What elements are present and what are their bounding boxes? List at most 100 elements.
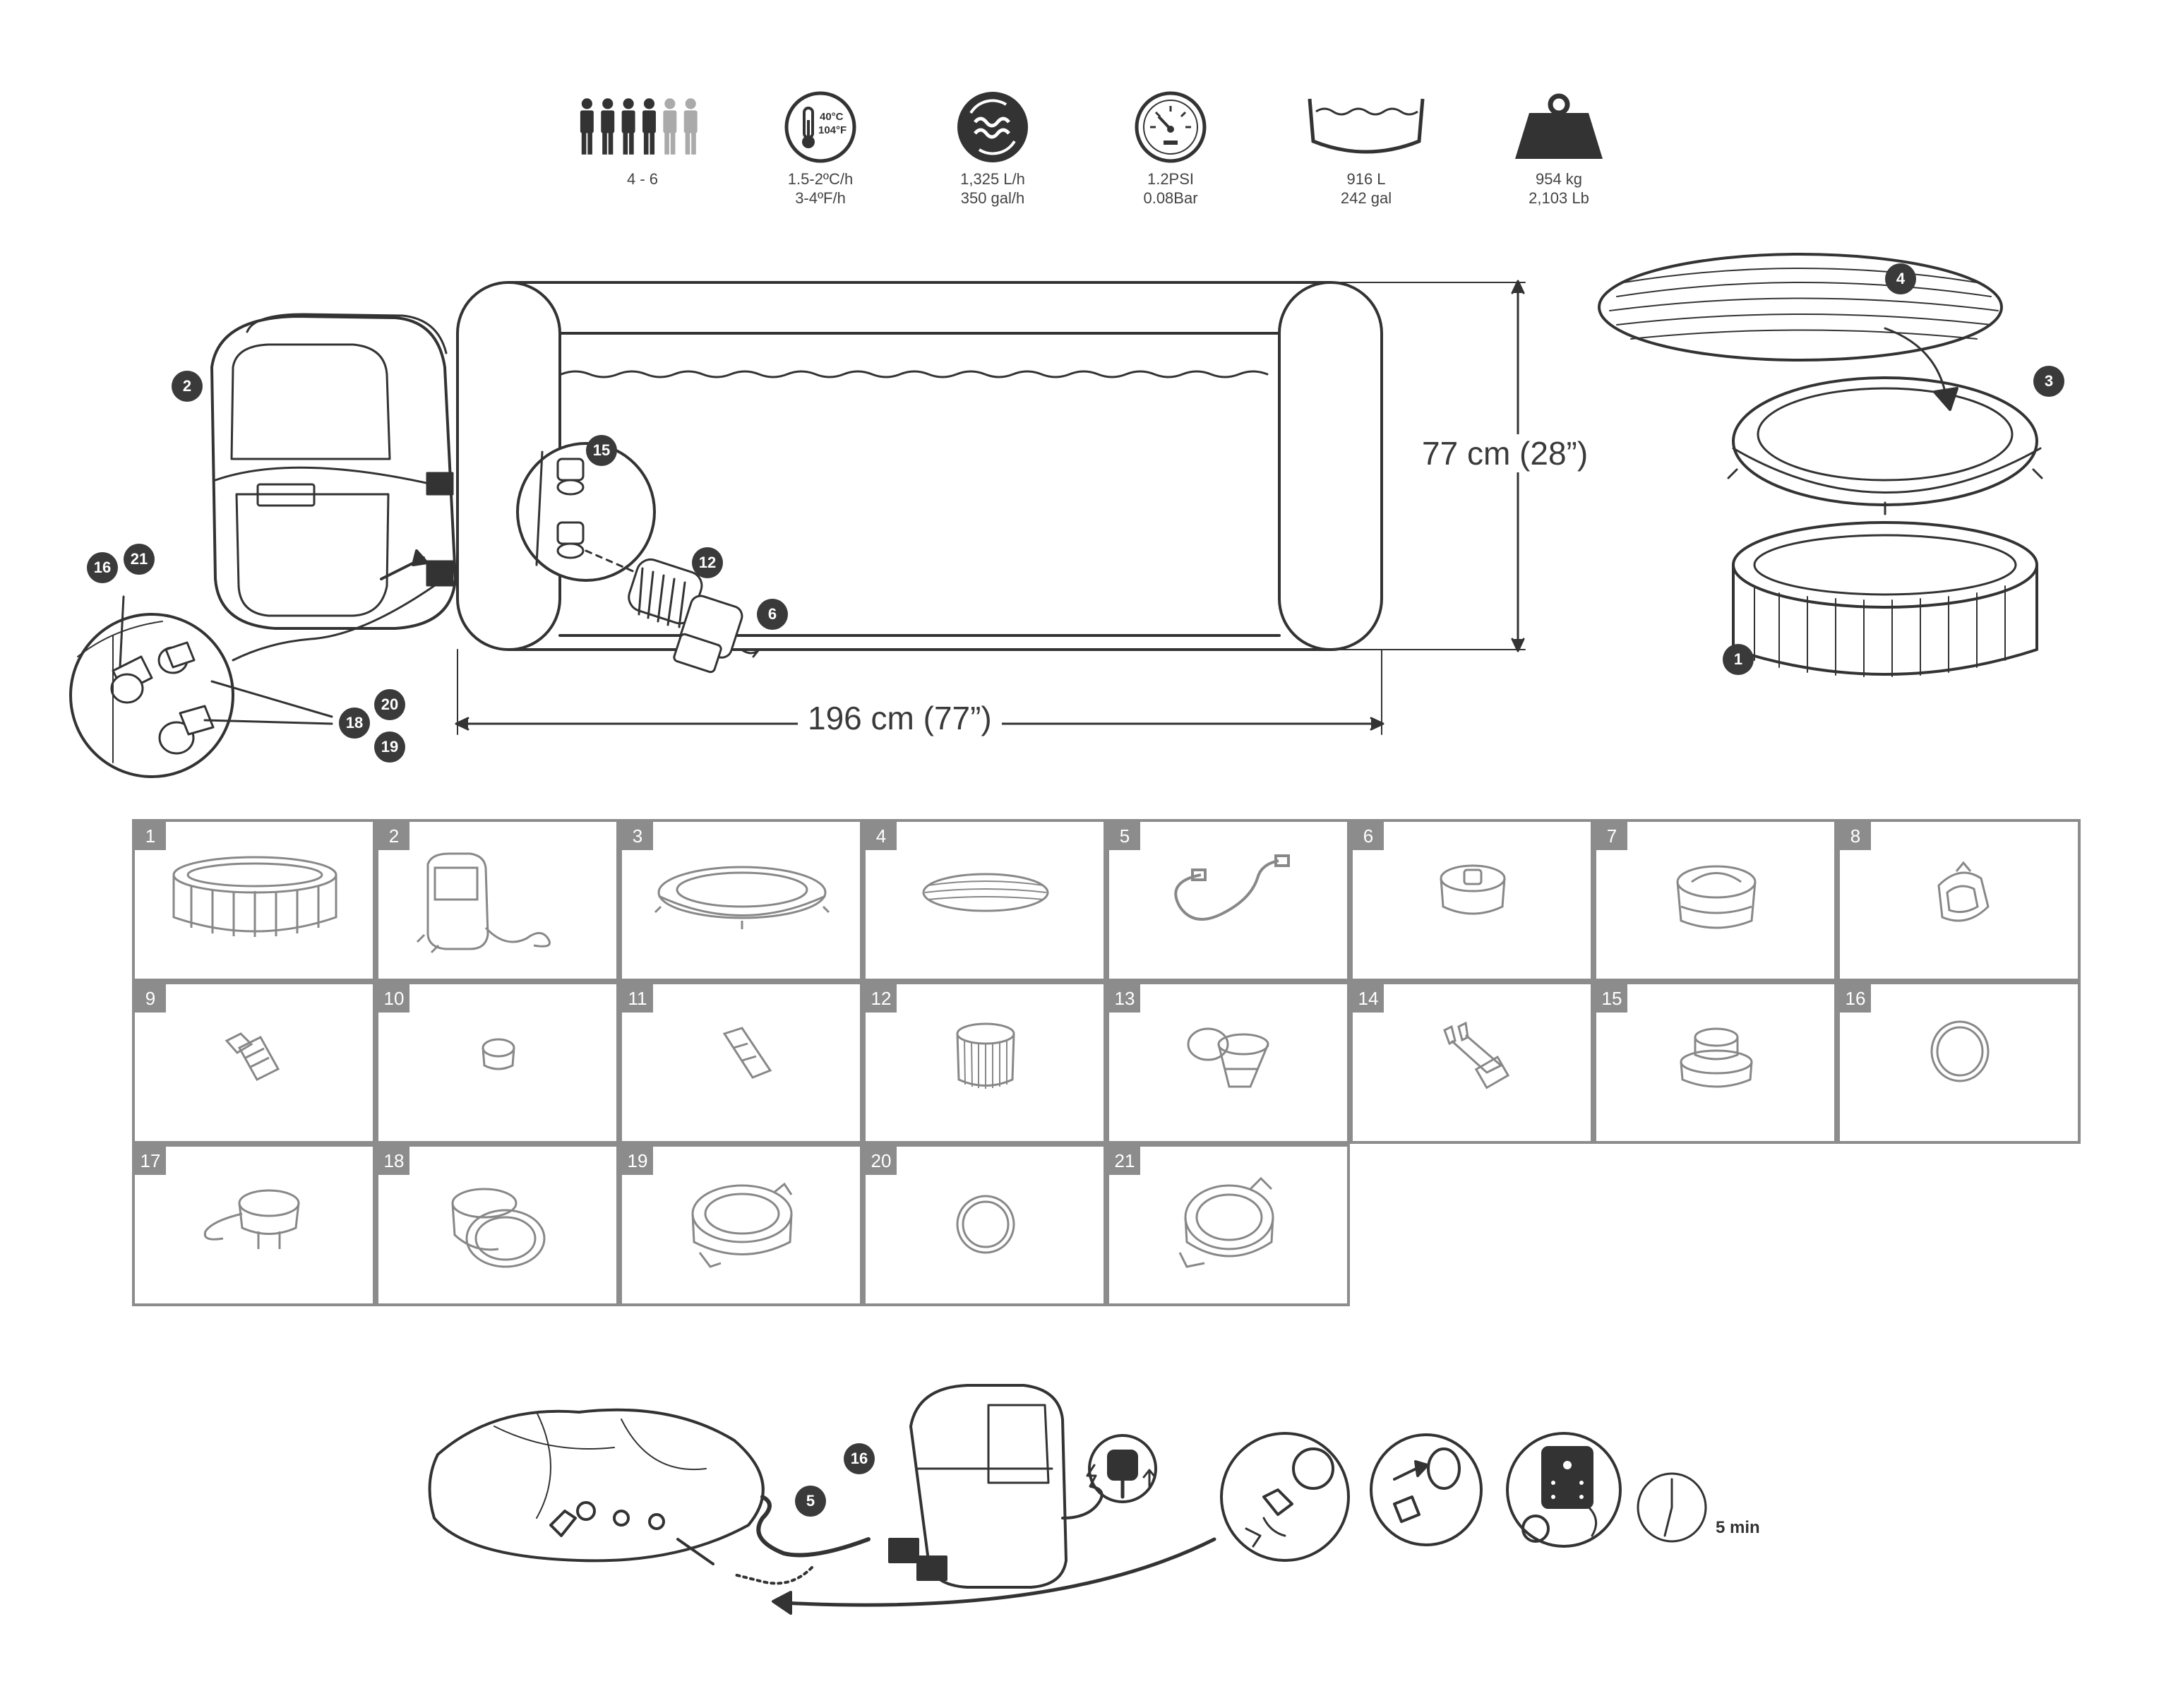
plug-part-icon <box>451 1188 546 1268</box>
filter-cap-part-icon <box>1440 864 1506 915</box>
part-cell-19: 19 <box>619 1144 863 1306</box>
gasket-part-icon <box>956 1195 1015 1254</box>
wrench-tool-part-icon <box>1443 1021 1510 1089</box>
callout-16: 16 <box>87 552 118 583</box>
spec-pressure: 1.2PSI 0.08Bar <box>1107 85 1234 208</box>
callout-20: 20 <box>374 689 405 720</box>
plug-cap-part-icon <box>482 1038 515 1070</box>
spec-people-value: 4 - 6 <box>626 170 659 188</box>
part-number: 19 <box>622 1147 653 1175</box>
pressure-gauge-icon <box>1135 91 1207 163</box>
part-cell-16: 16 <box>1837 981 2081 1144</box>
spec-people: 4 - 6 <box>579 85 706 189</box>
callout-3: 3 <box>2033 366 2064 397</box>
spec-flow: 1,325 L/h 350 gal/h <box>929 85 1056 208</box>
spec-weight-kg: 954 kg <box>1535 170 1583 188</box>
setup-callout-16: 16 <box>844 1443 875 1474</box>
deflated-spa <box>428 1408 765 1563</box>
part-cell-8: 8 <box>1837 819 2081 981</box>
threaded-nut-part-icon <box>1178 1176 1274 1268</box>
part-cell-18: 18 <box>376 1144 619 1306</box>
valve-part-icon <box>1187 1027 1269 1088</box>
spec-volume: 916 L 242 gal <box>1303 85 1430 208</box>
spec-pressure-bar: 0.08Bar <box>1143 189 1198 207</box>
part-number: 11 <box>622 984 653 1013</box>
part-number: 18 <box>378 1147 409 1175</box>
part-cell-1: 1 <box>132 819 376 981</box>
connector-part-icon <box>1676 865 1757 929</box>
timer-icon <box>1637 1472 1707 1543</box>
weight-icon <box>1515 93 1603 159</box>
hose-part-icon <box>1174 854 1290 921</box>
jet-connector-part-icon <box>1680 1027 1753 1088</box>
spec-pressure-psi: 1.2PSI <box>1147 170 1195 188</box>
part-cell-10: 10 <box>376 981 619 1144</box>
callout-18: 18 <box>339 707 370 739</box>
spec-heating-f: 3-4ºF/h <box>795 189 846 207</box>
spec-flow-l: 1,325 L/h <box>960 170 1025 188</box>
part-number: 1 <box>135 822 166 850</box>
setup-pump <box>909 1384 1067 1589</box>
callout-4: 4 <box>1885 263 1916 294</box>
part-cell-13: 13 <box>1106 981 1350 1144</box>
part-cell-14: 14 <box>1350 981 1593 1144</box>
callout-15: 15 <box>586 435 617 466</box>
parts-list-grid: 1 2 3 4 <box>132 819 2082 1306</box>
callout-19: 19 <box>374 731 405 763</box>
callout-21: 21 <box>124 544 155 575</box>
spec-weight-lb: 2,103 Lb <box>1529 189 1589 207</box>
part-cell-7: 7 <box>1593 819 1837 981</box>
heat-badge-c: 40°C <box>820 111 844 123</box>
part-number: 14 <box>1353 984 1384 1013</box>
cover-4 <box>1598 253 2003 362</box>
part-cell-11: 11 <box>619 981 863 1144</box>
spec-weight: 954 kg 2,103 Lb <box>1495 85 1622 208</box>
part-number: 17 <box>135 1147 166 1175</box>
part-number: 10 <box>378 984 409 1013</box>
part-number: 5 <box>1109 822 1140 850</box>
part-number: 13 <box>1109 984 1140 1013</box>
spec-volume-gal: 242 gal <box>1340 189 1392 207</box>
part-number: 6 <box>1353 822 1384 850</box>
part-number: 9 <box>135 984 166 1013</box>
part-number: 2 <box>378 822 409 850</box>
spec-heating: 40°C 104°F 1.5-2ºC/h 3-4ºF/h <box>757 85 884 208</box>
dimension-width: 196 cm (77”) <box>798 699 1002 737</box>
part-cell-12: 12 <box>863 981 1106 1144</box>
thermometer-icon: 40°C 104°F <box>784 91 856 163</box>
spec-flow-gal: 350 gal/h <box>960 189 1025 207</box>
spec-heating-c: 1.5-2ºC/h <box>787 170 854 188</box>
part-number: 16 <box>1840 984 1871 1013</box>
hose-nut-part-icon <box>691 1182 793 1268</box>
timer-label: 5 min <box>1716 1518 1760 1537</box>
hose-adapter-part-icon <box>225 1032 280 1081</box>
part-cell-6: 6 <box>1350 819 1593 981</box>
spa-tub-part-icon <box>172 856 337 937</box>
part-cell-3: 3 <box>619 819 863 981</box>
part-number: 15 <box>1596 984 1627 1013</box>
part-cell-4: 4 <box>863 819 1106 981</box>
part-number: 8 <box>1840 822 1871 850</box>
part-cell-20: 20 <box>863 1144 1106 1306</box>
part-number: 20 <box>866 1147 897 1175</box>
cover-part-icon <box>922 873 1049 912</box>
people-icon <box>580 98 698 155</box>
callout-1: 1 <box>1723 644 1754 675</box>
setup-callout-5: 5 <box>795 1486 826 1517</box>
part-cell-21: 21 <box>1106 1144 1350 1306</box>
part-number: 12 <box>866 984 897 1013</box>
buckle-part-icon <box>722 1027 772 1079</box>
part-cell-17: 17 <box>132 1144 376 1306</box>
callout-2: 2 <box>172 371 203 402</box>
part-cell-15: 15 <box>1593 981 1837 1144</box>
spa-dimension-illustration <box>69 253 2043 778</box>
part-cell-9: 9 <box>132 981 376 1144</box>
pump-part-icon <box>416 852 551 954</box>
filter-cartridge-part-icon <box>956 1022 1015 1089</box>
dimension-height: 77 cm (28”) <box>1412 434 1598 472</box>
part-number: 3 <box>622 822 653 850</box>
part-number: 21 <box>1109 1147 1140 1175</box>
water-flow-icon <box>957 92 1028 162</box>
nut-part-icon <box>1937 861 1990 922</box>
part-number: 7 <box>1596 822 1627 850</box>
